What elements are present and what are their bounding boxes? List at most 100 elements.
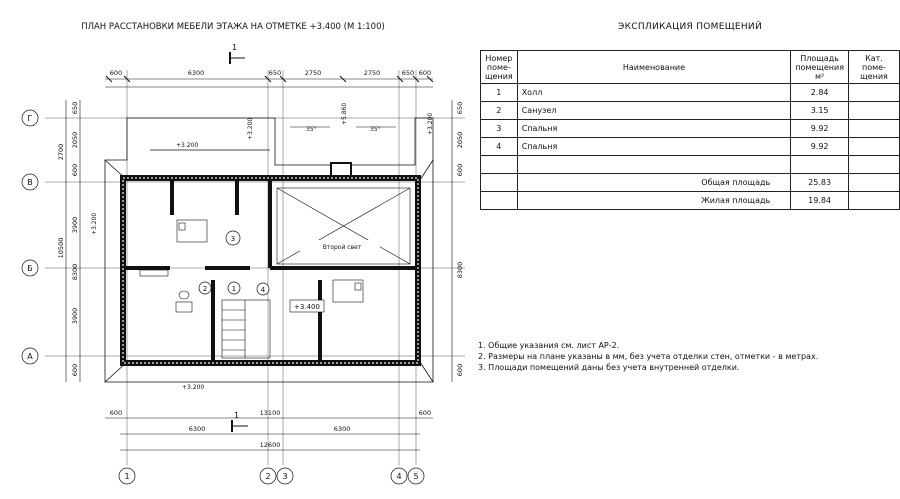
total-area-row: Общая площадь 25.83: [480, 173, 900, 192]
left-inner-dim-7: 600: [71, 364, 79, 376]
level-mark-7: +3.400: [294, 303, 320, 311]
row-name: Спальня: [516, 119, 792, 138]
axis-bubble-1: 1: [118, 467, 136, 485]
interior-walls: [126, 180, 415, 360]
explication-table: Номер поме- щения Наименование Площадь п…: [480, 50, 900, 210]
left-inner-dim-1: 650: [71, 102, 79, 114]
axis-bubble-2: 2: [259, 467, 277, 485]
exterior-walls: [120, 175, 421, 366]
top-dim-2: 6300: [188, 69, 205, 77]
slope-mark-2: 35°: [370, 126, 381, 133]
note-3: 3. Площади помещений даны без учета внут…: [478, 363, 740, 372]
slope-mark-1: 35°: [306, 126, 317, 133]
section-mark-top-label: 1: [232, 43, 237, 52]
total-area-label: Общая площадь: [516, 173, 792, 192]
bottom-dim-3: 600: [419, 409, 431, 417]
svg-text:Г: Г: [28, 114, 33, 123]
left-inner-dim-4: 3900: [71, 217, 79, 234]
top-dim-3: 650: [269, 69, 281, 77]
note-1: 1. Общие указания см. лист АР-2.: [478, 341, 620, 350]
row-area: 2.84: [790, 83, 849, 102]
room-marker-2: 2: [198, 281, 212, 295]
left-inner-dim-5: 8300: [71, 264, 79, 281]
note-2: 2. Размеры на плане указаны в мм, без уч…: [478, 352, 819, 361]
header-area: Площадь помещения м²: [790, 50, 849, 84]
table-row-empty: [480, 155, 900, 174]
top-dim-6: 650: [402, 69, 414, 77]
row-category: [848, 119, 900, 138]
axis-bubble-А: А: [21, 347, 39, 365]
row-number: 2: [480, 101, 518, 120]
svg-text:1: 1: [232, 285, 236, 293]
top-dim-7: 600: [419, 69, 431, 77]
bottom-dim-5: 6300: [334, 425, 351, 433]
svg-text:4: 4: [261, 286, 266, 294]
row-category: [848, 83, 900, 102]
header-number: Номер поме- щения: [480, 50, 518, 84]
level-mark-5: +3.200: [91, 213, 98, 235]
right-dim-4: 8300: [456, 262, 464, 279]
svg-text:1: 1: [124, 472, 129, 481]
header-category: Кат. поме- щения: [848, 50, 900, 84]
second-light-void: [276, 187, 411, 265]
svg-text:В: В: [27, 178, 33, 187]
room-marker-4: 4: [256, 282, 270, 296]
svg-text:2: 2: [265, 472, 270, 481]
section-mark-bottom-label: 1: [234, 411, 239, 420]
explication-table-wrapper: Номер поме- щения Наименование Площадь п…: [480, 50, 900, 210]
axis-bubble-Б: Б: [21, 259, 39, 277]
axis-bubble-5: 5: [407, 467, 425, 485]
table-row: 2 Санузел 3.15: [480, 101, 900, 120]
living-area-label: Жилая площадь: [516, 191, 792, 210]
row-area: 9.92: [790, 119, 849, 138]
bottom-dim-2: 13100: [260, 409, 281, 417]
top-dim-4: 2750: [305, 69, 322, 77]
left-dimension-lines: [65, 100, 81, 382]
table-row: 3 Спальня 9.92: [480, 119, 900, 138]
row-name: Холл: [516, 83, 792, 102]
left-inner-dim-6: 3900: [71, 308, 79, 325]
total-area-value: 25.83: [790, 173, 849, 192]
section-mark-bottom: [231, 420, 248, 432]
svg-text:3: 3: [231, 235, 235, 243]
bed-room-4: [332, 279, 364, 303]
row-number: 3: [480, 119, 518, 138]
svg-text:3: 3: [282, 472, 287, 481]
table-row: 4 Спальня 9.92: [480, 137, 900, 156]
plan-title: ПЛАН РАССТАНОВКИ МЕБЕЛИ ЭТАЖА НА ОТМЕТКЕ…: [81, 22, 385, 32]
axis-bubble-3: 3: [276, 467, 294, 485]
left-outer-dim-1: 2700: [57, 144, 65, 161]
explication-title: ЭКСПЛИКАЦИЯ ПОМЕЩЕНИЙ: [618, 22, 762, 32]
row-area: 3.15: [790, 101, 849, 120]
staircase: [221, 299, 271, 359]
level-box: [289, 299, 325, 313]
bottom-dim-total: 12600: [260, 441, 281, 449]
top-dim-5: 2750: [364, 69, 381, 77]
level-mark-4: +5.860: [341, 103, 348, 125]
left-inner-dim-2: 2050: [71, 132, 79, 149]
explication-header-row: Номер поме- щения Наименование Площадь п…: [480, 50, 900, 84]
second-light-label: Второй свет: [323, 244, 362, 251]
row-number: 4: [480, 137, 518, 156]
top-dimension-lines: [105, 78, 433, 88]
second-light-label-bg: [300, 240, 380, 252]
svg-text:Б: Б: [27, 264, 33, 273]
svg-text:4: 4: [396, 472, 401, 481]
axis-bubble-Г: Г: [21, 109, 39, 127]
row-category: [848, 137, 900, 156]
axis-bubble-В: В: [21, 173, 39, 191]
bottom-dim-1: 600: [110, 409, 122, 417]
right-dim-1: 650: [456, 102, 464, 114]
row-name: Спальня: [516, 137, 792, 156]
row-area: 9.92: [790, 137, 849, 156]
axis-bubble-4: 4: [390, 467, 408, 485]
svg-text:2: 2: [203, 285, 207, 293]
level-mark-1: +3.200: [176, 142, 198, 149]
room-marker-1: 1: [227, 281, 241, 295]
living-area-value: 19.84: [790, 191, 849, 210]
svg-text:5: 5: [413, 472, 418, 481]
top-dim-1: 600: [110, 69, 122, 77]
row-name: Санузел: [516, 101, 792, 120]
level-mark-2: +3.200: [247, 118, 254, 140]
